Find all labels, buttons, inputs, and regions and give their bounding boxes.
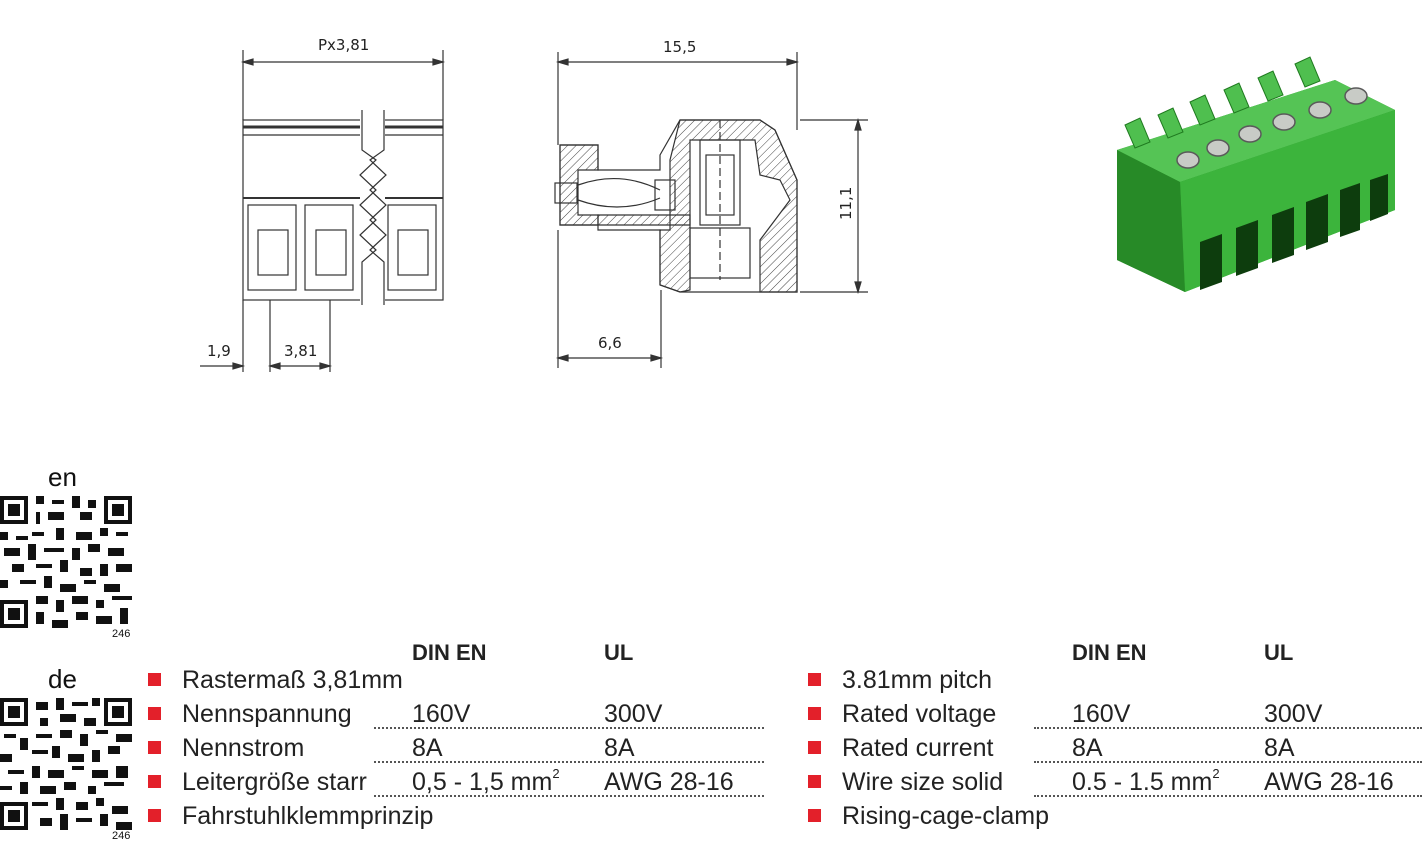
- spec-label: Nennspannung: [182, 700, 352, 728]
- en-spec-row: Rated current 8A 8A: [808, 733, 1425, 763]
- de-spec-row: Fahrstuhlklemmprinzip: [148, 801, 768, 831]
- en-header-ul: UL: [1264, 640, 1294, 665]
- spec-value-din-en: 8A: [1072, 734, 1103, 762]
- qr-en-label: en: [48, 462, 77, 492]
- de-header-din-en: DIN EN: [412, 640, 487, 665]
- spec-bullet: [148, 741, 161, 754]
- en-spec-row: Rising-cage-clamp: [808, 801, 1425, 831]
- dim-left-label: 1,9: [207, 342, 231, 360]
- spec-label: Wire size solid: [842, 768, 1004, 796]
- spec-label: Rated voltage: [842, 700, 997, 728]
- spec-value-din-en: 0.5 - 1.5 mm2: [1072, 766, 1220, 797]
- spec-value-din-en: 160V: [412, 700, 471, 728]
- spec-label: Rising-cage-clamp: [842, 802, 1050, 830]
- dim-length-label: 15,5: [663, 38, 696, 56]
- spec-value-din-en: 0,5 - 1,5 mm2: [412, 766, 560, 797]
- en-header-din-en: DIN EN: [1072, 640, 1147, 665]
- spec-bullet: [148, 707, 161, 720]
- spec-value-ul: AWG 28-16: [1264, 768, 1394, 796]
- de-spec-row: Rastermaß 3,81mm: [148, 665, 768, 695]
- spec-value-din-en: 8A: [412, 734, 443, 762]
- dim-top-label: Px3,81: [318, 36, 369, 54]
- spec-bullet: [148, 673, 161, 686]
- spec-bullet: [148, 809, 161, 822]
- en-spec-row: Rated voltage 160V 300V: [808, 699, 1425, 729]
- spec-value-ul: AWG 28-16: [604, 768, 734, 796]
- superscript: 2: [1212, 766, 1220, 781]
- spec-bullet: [148, 775, 161, 788]
- spec-label: Fahrstuhlklemmprinzip: [182, 802, 434, 830]
- spec-label: Nennstrom: [182, 734, 305, 762]
- product-image: [1117, 56, 1395, 292]
- qr-de-number: 246: [112, 830, 131, 842]
- spec-dotted-leader: [1034, 795, 1422, 797]
- spec-dotted-leader: [1034, 761, 1422, 763]
- spec-label: Rated current: [842, 734, 994, 762]
- spec-dotted-leader: [374, 727, 764, 729]
- qr-code-en[interactable]: [0, 496, 132, 628]
- de-spec-row: Leitergröße starr 0,5 - 1,5 mm2 AWG 28-1…: [148, 767, 768, 797]
- de-header-ul: UL: [604, 640, 634, 665]
- spec-label: Rastermaß 3,81mm: [182, 666, 403, 694]
- de-spec-row: Nennstrom 8A 8A: [148, 733, 768, 763]
- spec-bullet: [808, 809, 821, 822]
- front-view: [200, 50, 446, 372]
- dim-depth-label: 6,6: [598, 334, 622, 352]
- qr-de-label: de: [48, 664, 77, 694]
- spec-bullet: [808, 707, 821, 720]
- spec-label: 3.81mm pitch: [842, 666, 993, 694]
- spec-bullet: [808, 741, 821, 754]
- side-view: [554, 52, 868, 368]
- spec-bullet: [808, 775, 821, 788]
- spec-value-ul: 300V: [604, 700, 663, 728]
- qr-code-de[interactable]: [0, 698, 132, 830]
- en-spec-row: Wire size solid 0.5 - 1.5 mm2 AWG 28-16: [808, 767, 1425, 797]
- dim-pitch-label: 3,81: [284, 342, 317, 360]
- spec-bullet: [808, 673, 821, 686]
- de-spec-row: Nennspannung 160V 300V: [148, 699, 768, 729]
- spec-label: Leitergröße starr: [182, 768, 367, 796]
- spec-value-ul: 8A: [604, 734, 635, 762]
- qr-en-number: 246: [112, 628, 131, 640]
- spec-dotted-leader: [1034, 727, 1422, 729]
- spec-dotted-leader: [374, 761, 764, 763]
- spec-dotted-leader: [374, 795, 764, 797]
- en-spec-row: 3.81mm pitch: [808, 665, 1425, 695]
- dim-height-label: 11,1: [837, 187, 855, 220]
- spec-value-ul: 300V: [1264, 700, 1323, 728]
- technical-drawing: Px3,81 1,9 3,81 15,5 11,1 6,6: [200, 36, 1395, 372]
- spec-value-din-en: 160V: [1072, 700, 1131, 728]
- spec-value-ul: 8A: [1264, 734, 1295, 762]
- superscript: 2: [552, 766, 560, 781]
